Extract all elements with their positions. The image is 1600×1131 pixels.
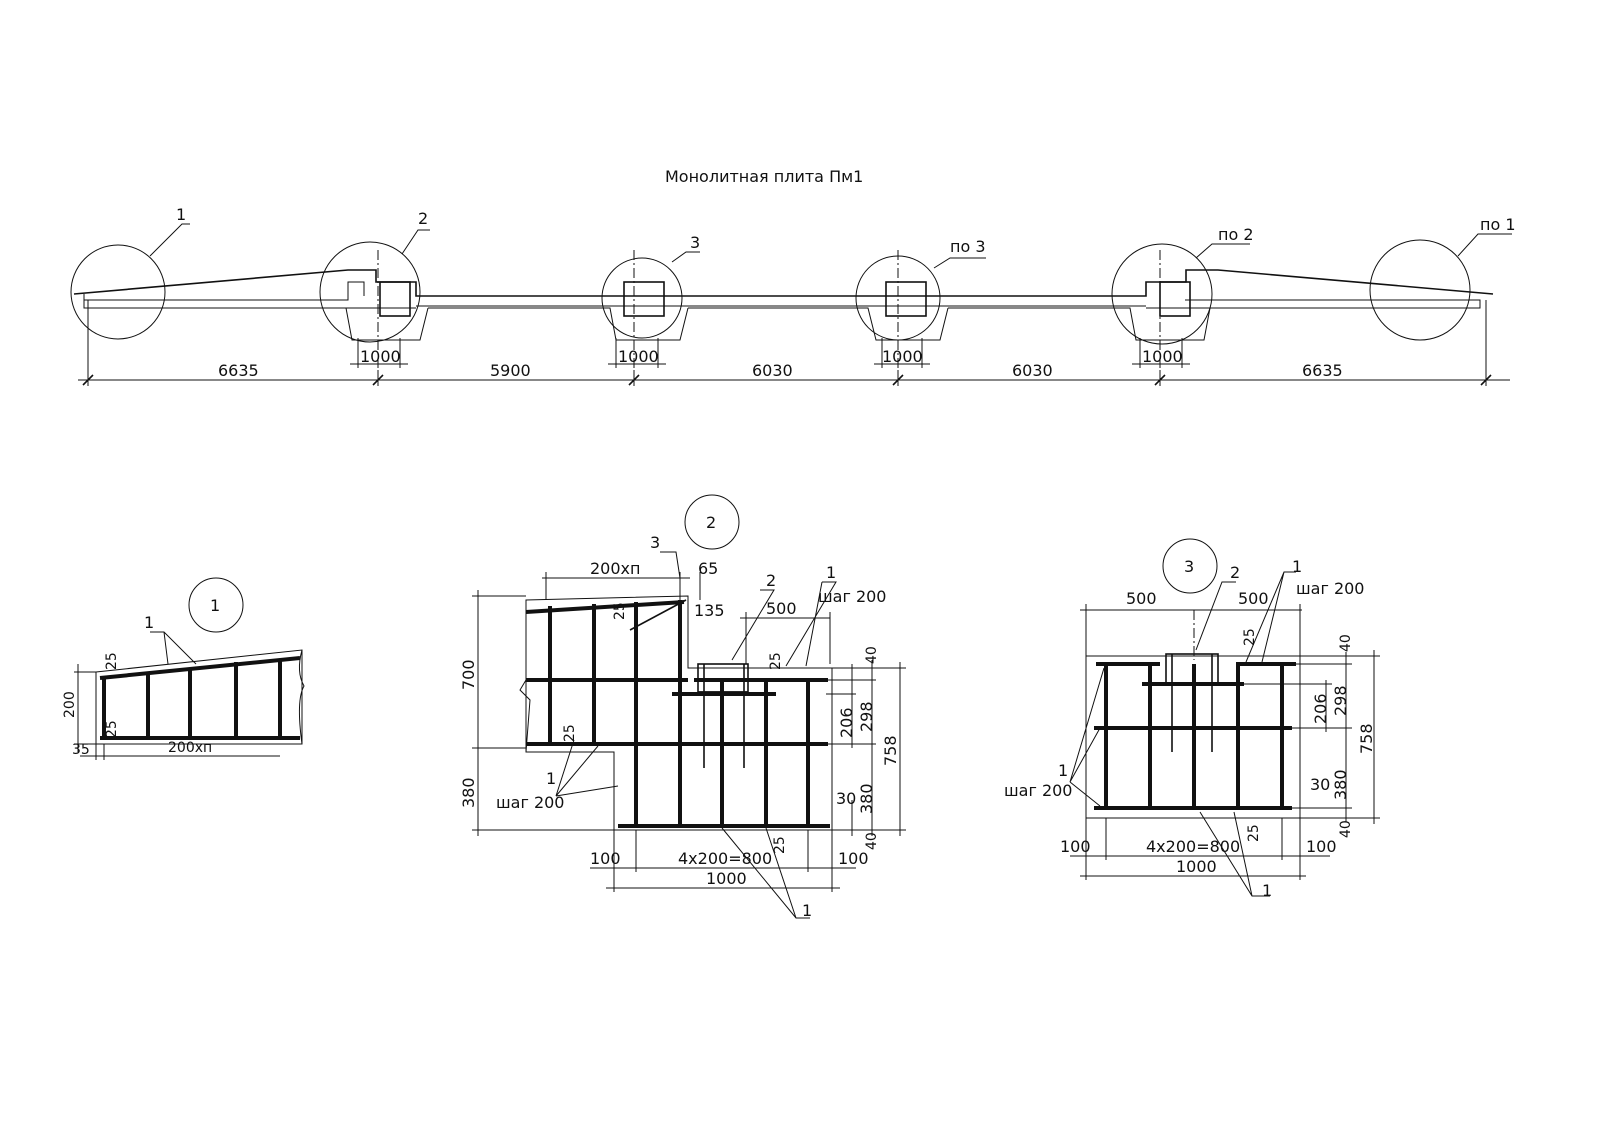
detail-3-dim-380: 380	[1331, 769, 1350, 800]
detail-2-dim-25a: 25	[612, 602, 628, 620]
detail-3-dim-25a: 25	[1242, 628, 1258, 646]
detail-2-dim-65: 65	[698, 559, 718, 578]
span-2: 5900	[490, 361, 531, 380]
detail-3-dim-758: 758	[1357, 723, 1376, 754]
detail-3-label: 3	[1184, 557, 1194, 576]
detail-2-label: 2	[706, 513, 716, 532]
callout-po1: по 1	[1480, 215, 1516, 234]
detail-3-step-b: шаг 200	[1004, 781, 1072, 800]
detail-2-step-b: шаг 200	[496, 793, 564, 812]
col-width-1: 1000	[360, 347, 401, 366]
detail-1-leader: 1	[144, 613, 154, 632]
detail-2-dim-298: 298	[857, 701, 876, 732]
span-3: 6030	[752, 361, 793, 380]
detail-2-dim-500: 500	[766, 599, 797, 618]
detail-3-dim-100r: 100	[1306, 837, 1337, 856]
detail-2-leader-2: 2	[766, 571, 776, 590]
detail-2-dim-100r: 100	[838, 849, 869, 868]
detail-3: 3 2 1 шаг 200 1 шаг 200 1 500 500 25 40 …	[1004, 538, 1380, 900]
detail-2-leader-1b: 1	[546, 769, 556, 788]
detail-3-dim-100l: 100	[1060, 837, 1091, 856]
callout-po2: по 2	[1218, 225, 1254, 244]
col-width-2: 1000	[618, 347, 659, 366]
detail-2-dim-758: 758	[881, 735, 900, 766]
detail-1-dim-step: 200хп	[168, 740, 212, 756]
detail-3-dim-30: 30	[1310, 775, 1330, 794]
detail-2-leader-1a: 1	[826, 563, 836, 582]
detail-1-dim-25a: 25	[104, 652, 120, 670]
span-1: 6635	[218, 361, 259, 380]
detail-3-dim-500b: 500	[1238, 589, 1269, 608]
detail-2-dim-135: 135	[694, 601, 725, 620]
callout-po3: по 3	[950, 237, 986, 256]
detail-3-leader-1c: 1	[1262, 881, 1272, 900]
detail-2: 2 3 2 1 шаг 200 1 шаг 200 1 200хп 65	[459, 494, 906, 920]
detail-2-dim-200xn: 200хп	[590, 559, 640, 578]
col-width-4: 1000	[1142, 347, 1183, 366]
detail-2-leader-1c: 1	[802, 901, 812, 920]
callout-1: 1	[176, 205, 186, 224]
detail-2-dim-40b: 40	[864, 832, 880, 850]
detail-1: 1 1 200 35 25 25 200хп	[62, 577, 305, 760]
detail-1-dim-35: 35	[72, 742, 90, 758]
detail-2-dim-1000: 1000	[706, 869, 747, 888]
detail-1-label: 1	[210, 596, 220, 615]
detail-2-dim-25b: 25	[768, 652, 784, 670]
detail-3-dim-800: 4х200=800	[1146, 837, 1240, 856]
detail-3-leader-1b: 1	[1058, 761, 1068, 780]
detail-2-dim-25c: 25	[562, 724, 578, 742]
detail-3-dim-500a: 500	[1126, 589, 1157, 608]
span-5: 6635	[1302, 361, 1343, 380]
detail-2-leader-3: 3	[650, 533, 660, 552]
detail-2-dim-25d: 25	[772, 836, 788, 854]
detail-3-leader-1a: 1	[1292, 557, 1302, 576]
detail-2-dim-380l: 380	[459, 777, 478, 808]
drawing-title: Монолитная плита Пм1	[665, 167, 863, 186]
detail-3-dim-25b: 25	[1246, 824, 1262, 842]
slab-section: Монолитная плита Пм1 1 2	[70, 167, 1516, 386]
col-width-3: 1000	[882, 347, 923, 366]
detail-2-dim-380r: 380	[857, 783, 876, 814]
detail-3-dim-298: 298	[1331, 685, 1350, 716]
detail-3-dim-1000: 1000	[1176, 857, 1217, 876]
detail-2-dim-30: 30	[836, 789, 856, 808]
detail-2-dim-206: 206	[837, 707, 856, 738]
span-4: 6030	[1012, 361, 1053, 380]
detail-2-dim-800: 4х200=800	[678, 849, 772, 868]
detail-2-step-a: шаг 200	[818, 587, 886, 606]
callout-3: 3	[690, 233, 700, 252]
detail-2-dim-40a: 40	[864, 646, 880, 664]
detail-3-dim-40b: 40	[1338, 820, 1354, 838]
detail-2-dim-700: 700	[459, 659, 478, 690]
detail-3-dim-40a: 40	[1338, 634, 1354, 652]
callout-2: 2	[418, 209, 428, 228]
detail-2-dim-100l: 100	[590, 849, 621, 868]
detail-3-leader-2: 2	[1230, 563, 1240, 582]
detail-1-dim-200: 200	[62, 691, 78, 718]
detail-3-step-a: шаг 200	[1296, 579, 1364, 598]
detail-3-dim-206: 206	[1311, 693, 1330, 724]
detail-1-dim-25b: 25	[104, 720, 120, 738]
